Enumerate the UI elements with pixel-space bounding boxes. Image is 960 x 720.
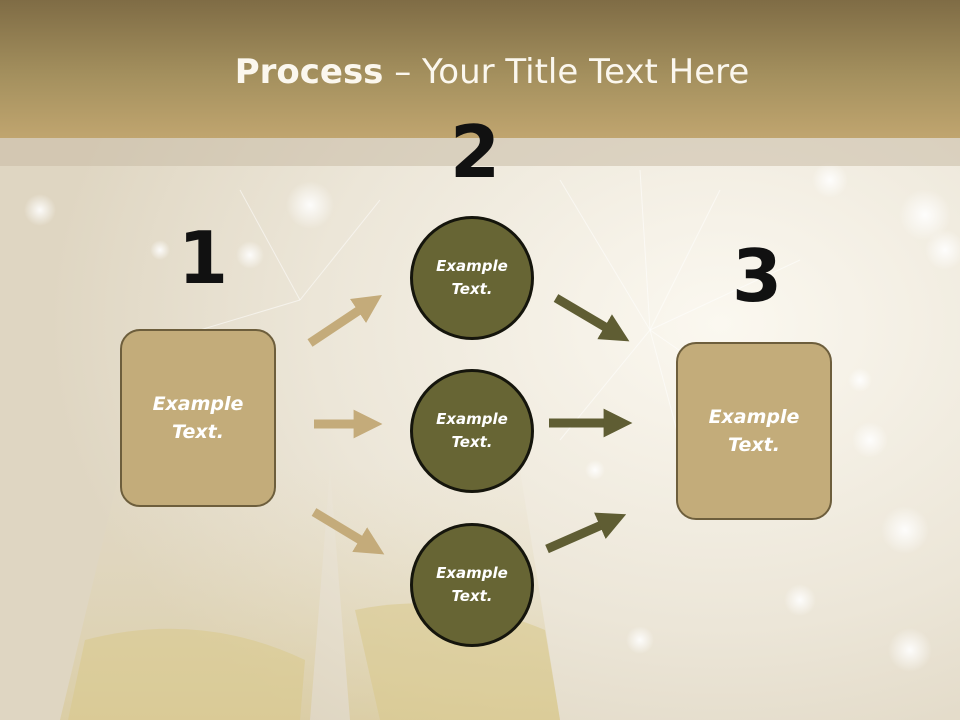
step-circle-middle: Example Text. xyxy=(410,369,534,493)
right-step-box-text: Example Text. xyxy=(708,405,800,457)
left-step-box: Example Text. xyxy=(120,329,276,507)
step-circle-bottom-text: Example Text. xyxy=(436,563,508,605)
right-step-box: Example Text. xyxy=(676,342,832,520)
slide-title-bold: Process xyxy=(234,52,384,92)
arrow-left-to-top xyxy=(307,295,382,347)
slide-title-rest: – Your Title Text Here xyxy=(383,52,750,92)
arrow-bottom-to-right xyxy=(545,512,627,554)
step-number-2: 2 xyxy=(450,110,501,194)
step-number-3: 3 xyxy=(732,234,783,318)
left-step-box-text: Example Text. xyxy=(152,392,244,444)
arrow-left-to-bottom xyxy=(311,508,385,555)
step-circle-middle-text: Example Text. xyxy=(436,409,508,451)
arrow-top-to-right xyxy=(553,294,630,342)
step-circle-bottom: Example Text. xyxy=(410,523,534,647)
step-circle-top-text: Example Text. xyxy=(436,256,508,298)
title-banner-strip xyxy=(0,138,960,166)
step-number-1: 1 xyxy=(178,216,229,300)
slide-title: Process – Your Title Text Here xyxy=(0,52,960,92)
step-circle-top: Example Text. xyxy=(410,216,534,340)
title-banner xyxy=(0,0,960,138)
